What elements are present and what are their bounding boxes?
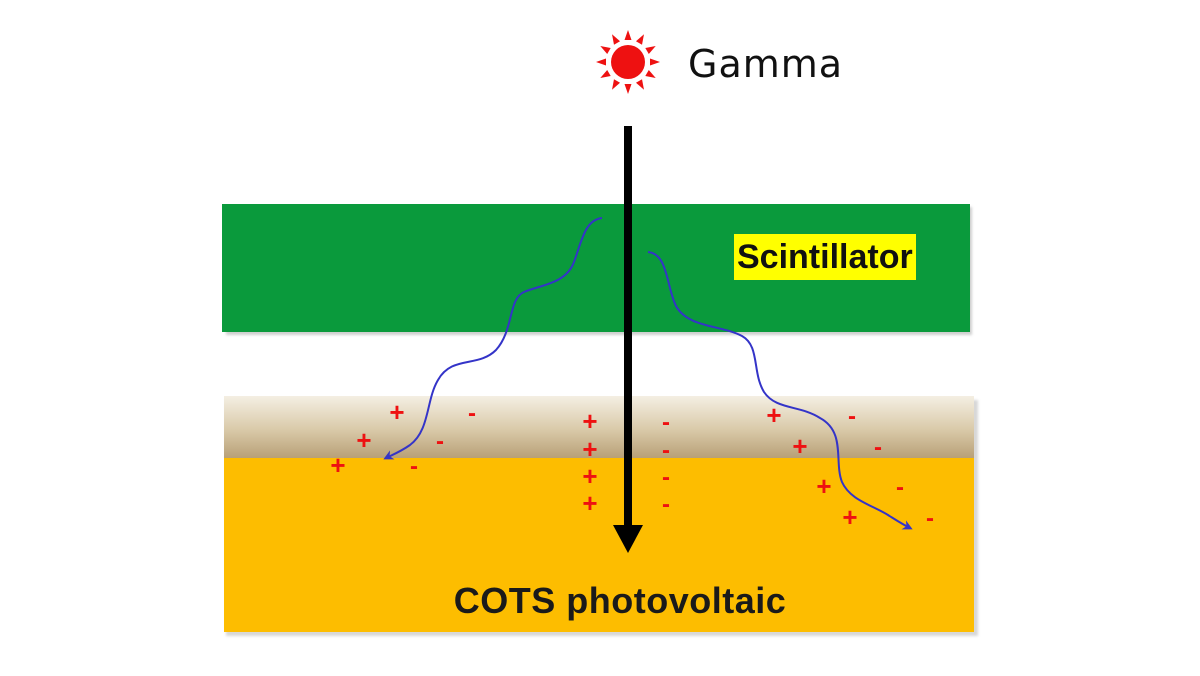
positive-charge: + [582, 406, 597, 436]
positive-charge: + [582, 434, 597, 464]
sun-ray [596, 58, 606, 66]
negative-charge: - [848, 403, 856, 430]
photon-path-right [647, 251, 913, 530]
gamma-ray-arrow-head [613, 525, 643, 553]
negative-charge: - [436, 428, 444, 455]
sun-ray [645, 69, 656, 78]
photon-path-left [383, 217, 603, 460]
negative-charge: - [896, 474, 904, 501]
sun-ray [612, 34, 621, 45]
junction-band [224, 396, 974, 458]
negative-charge: - [874, 434, 882, 461]
negative-charge: - [662, 437, 670, 464]
gamma-label: Gamma [688, 42, 844, 86]
negative-charge: - [468, 400, 476, 427]
positive-charge: + [389, 397, 404, 427]
positive-charge: + [356, 425, 371, 455]
sun-ray [635, 79, 644, 90]
sun-ray [600, 46, 611, 55]
charge-carriers: +-+-+-+-+-+-+-+-+-+-+- [330, 397, 934, 532]
positive-charge: + [582, 488, 597, 518]
sun-ray [650, 58, 660, 66]
positive-charge: + [842, 502, 857, 532]
sun-ray [645, 46, 656, 55]
positive-charge: + [582, 461, 597, 491]
positive-charge: + [766, 400, 781, 430]
sun-burst-icon [596, 30, 660, 94]
positive-charge: + [816, 471, 831, 501]
positive-charge: + [792, 431, 807, 461]
photovoltaic-label: COTS photovoltaic [453, 580, 787, 621]
negative-charge: - [662, 464, 670, 491]
negative-charge: - [410, 453, 418, 480]
scintillator-label: Scintillator [734, 234, 916, 280]
negative-charge: - [662, 409, 670, 436]
positive-charge: + [330, 450, 345, 480]
sun-ray [612, 79, 621, 90]
negative-charge: - [662, 491, 670, 518]
sun-ray [600, 69, 611, 78]
sun-ray [624, 84, 632, 94]
negative-charge: - [926, 505, 934, 532]
sun-ray [635, 34, 644, 45]
sun-ray [624, 30, 632, 40]
